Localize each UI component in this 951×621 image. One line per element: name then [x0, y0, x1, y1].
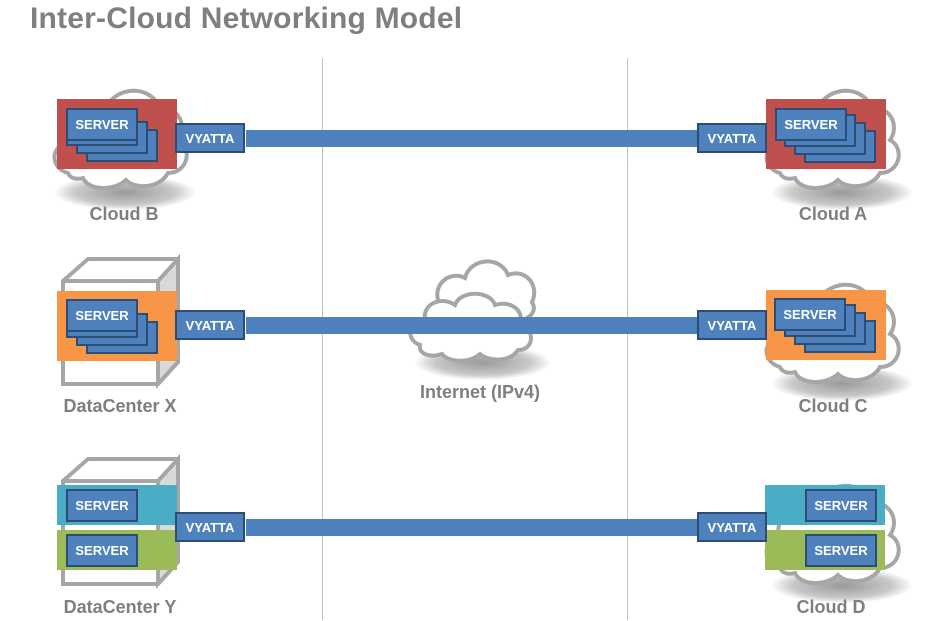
datacenter-x-vyatta-router[interactable]: VYATTA — [175, 310, 245, 340]
link-cloud-b-cloud-a — [246, 130, 700, 147]
cloud-d-label: Cloud D — [796, 597, 866, 617]
cloud-a-vyatta-router[interactable]: VYATTA — [697, 123, 767, 153]
divider-left — [322, 58, 323, 620]
internet-label: Internet (IPv4) — [419, 382, 541, 402]
cloud-a-label: Cloud A — [798, 204, 868, 224]
link-datacenter-x-cloud-c — [246, 317, 700, 334]
cloud-b-label: Cloud B — [89, 204, 159, 224]
datacenter-y-server-1[interactable]: SERVER — [66, 489, 138, 522]
divider-right — [627, 58, 628, 620]
cloud-c-vyatta-router[interactable]: VYATTA — [697, 310, 767, 340]
datacenter-y-vyatta-router[interactable]: VYATTA — [175, 512, 245, 542]
cloud-c-label: Cloud C — [798, 396, 868, 416]
cloud-d-server-2[interactable]: SERVER — [805, 534, 877, 567]
datacenter-x-server[interactable]: SERVER — [66, 299, 138, 332]
cloud-c-server[interactable]: SERVER — [774, 298, 846, 331]
cloud-d-server-1[interactable]: SERVER — [805, 489, 877, 522]
cloud-b-vyatta-router[interactable]: VYATTA — [175, 123, 245, 153]
internet-cloud-icon — [408, 259, 537, 363]
link-datacenter-y-cloud-d — [246, 519, 700, 536]
datacenter-x-label: DataCenter X — [63, 396, 177, 416]
cloud-d-vyatta-router[interactable]: VYATTA — [697, 512, 767, 542]
cloud-a-server[interactable]: SERVER — [775, 108, 847, 141]
cloud-b-server[interactable]: SERVER — [66, 108, 138, 141]
datacenter-y-label: DataCenter Y — [63, 597, 177, 617]
datacenter-y-server-2[interactable]: SERVER — [66, 534, 138, 567]
diagram-title: Inter-Cloud Networking Model — [30, 2, 463, 35]
